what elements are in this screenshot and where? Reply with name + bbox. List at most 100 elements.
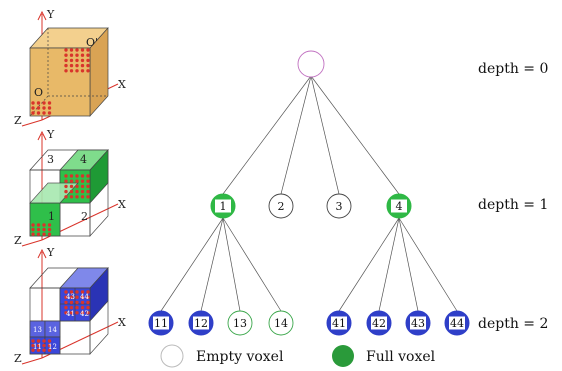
voxel-dot	[86, 195, 90, 199]
tree-edge	[398, 217, 419, 312]
voxel-dot	[75, 311, 79, 315]
voxel-dot	[47, 101, 52, 105]
legend-full-swatch-icon	[332, 345, 354, 367]
voxel-dot	[64, 195, 68, 199]
axis-label-y: Y	[46, 8, 55, 21]
tree-node-12: 12	[188, 310, 214, 336]
voxel-dot	[69, 290, 74, 294]
tree-node-43-label: 43	[411, 317, 425, 330]
tree-node-13-label: 13	[233, 317, 247, 330]
tree-node-41: 41	[326, 310, 352, 336]
voxel-dot	[75, 290, 79, 294]
voxel-dot	[47, 106, 52, 110]
voxel-dot	[31, 339, 35, 343]
voxel-dot	[64, 305, 68, 310]
voxel-dot	[47, 223, 52, 227]
voxel-dot	[36, 339, 41, 343]
tree-node-3-empty-icon	[326, 193, 352, 219]
sub-octant-label-13: 13	[33, 326, 42, 334]
voxel-dot	[31, 232, 35, 236]
voxel-dot	[75, 305, 79, 310]
voxel-dot	[69, 179, 74, 183]
voxel-dot	[69, 305, 74, 310]
depth-label-1: depth = 1	[478, 197, 548, 213]
voxel-dot	[86, 189, 90, 194]
tree-node-12-label-box	[193, 316, 209, 330]
legend-empty-swatch-icon	[160, 344, 184, 368]
axis-label-x: X	[118, 198, 126, 211]
depth-label-2: depth = 2	[478, 316, 548, 332]
voxel-dot	[86, 311, 90, 315]
tree-node-11: 11	[148, 310, 174, 336]
tree-edge	[310, 75, 400, 195]
sub-octant-label-43: 43	[66, 293, 75, 301]
voxel-dot	[36, 223, 41, 227]
axis-label-z: Z	[14, 234, 22, 247]
voxel-dot	[42, 339, 46, 343]
voxel-dot	[42, 232, 46, 236]
tree-node-11-label-box	[153, 316, 169, 330]
voxel-dot	[80, 69, 85, 73]
voxel-dot	[64, 290, 68, 294]
origin-label: O	[34, 86, 43, 99]
tree-node-43-label-box	[410, 316, 426, 330]
sub-octant-label-12: 12	[48, 343, 57, 351]
voxel-dot	[75, 184, 79, 189]
voxel-dot	[31, 106, 35, 110]
voxel-dot	[80, 295, 85, 299]
voxel-dot	[36, 232, 41, 236]
tree-node-42-label: 42	[372, 317, 386, 330]
voxel-dot	[86, 174, 90, 178]
sub-octant-label-42: 42	[80, 310, 89, 318]
tree-node-1: 1	[210, 193, 236, 219]
voxel-dot	[75, 300, 79, 305]
voxel-dot	[47, 227, 52, 232]
cube-depth-1: Y X Z 3 4 1 2	[14, 128, 126, 247]
voxel-dot	[75, 195, 79, 199]
tree-node-44-label: 44	[450, 317, 464, 330]
tree-root-node	[297, 50, 325, 78]
voxel-dot	[69, 295, 74, 299]
voxel-dot	[64, 174, 68, 178]
voxel-dot	[80, 63, 85, 68]
legend-empty-label: Empty voxel	[196, 349, 284, 365]
tree-node-41-label: 41	[332, 317, 346, 330]
z-axis	[21, 357, 43, 365]
tree-node-12-label: 12	[194, 317, 208, 330]
tree-node-13-empty-icon	[227, 310, 253, 336]
voxel-dot	[80, 179, 85, 183]
voxel-dot	[36, 111, 41, 115]
voxel-dot	[42, 343, 46, 348]
tree-edge	[222, 75, 312, 195]
voxel-dot	[36, 227, 41, 232]
y-axis-arrow-icon	[37, 248, 47, 259]
voxel-dot	[69, 195, 74, 199]
voxel-dot	[64, 295, 68, 299]
voxel-dot	[86, 63, 90, 68]
voxel-dot	[86, 290, 90, 294]
voxel-dot	[80, 290, 85, 294]
voxel-dot	[31, 101, 35, 105]
octant-label-1: 1	[48, 210, 55, 223]
sub-octant-label-44: 44	[80, 293, 89, 301]
tree-edge	[378, 217, 400, 312]
tree-node-11-label: 11	[154, 317, 168, 330]
voxel-dot	[75, 53, 79, 57]
tree-root-node-empty-icon	[297, 50, 325, 78]
voxel-dot	[64, 48, 68, 52]
voxel-dot	[75, 58, 79, 63]
tree-edge	[310, 75, 340, 195]
voxel-dot	[31, 348, 35, 352]
voxel-dot	[64, 63, 68, 68]
voxel-dot	[80, 189, 85, 194]
voxel-dot	[80, 311, 85, 315]
tree-node-2-label: 2	[278, 200, 285, 213]
voxel-dot	[80, 53, 85, 57]
voxel-dot	[69, 184, 74, 189]
origin-prime-label: O'	[86, 36, 98, 49]
voxel-dot	[86, 69, 90, 73]
voxel-dot	[86, 48, 90, 52]
voxel-dot	[75, 48, 79, 52]
voxel-dot	[69, 311, 74, 315]
tree-edges	[160, 75, 458, 312]
